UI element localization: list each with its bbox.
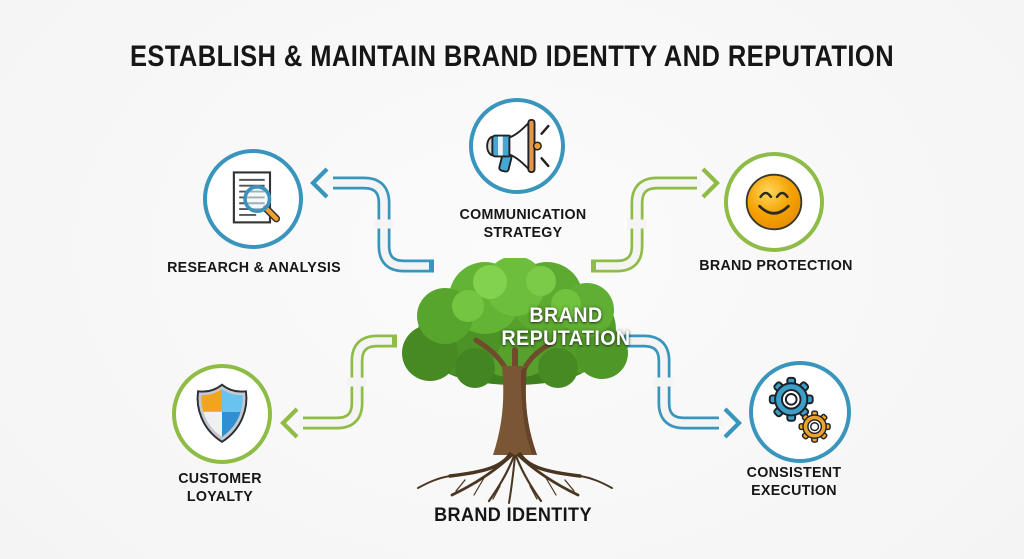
brand-identity-label: BRAND IDENTITY [434,505,592,526]
label-communication-strategy: COMMUNICATION STRATEGY [459,206,587,241]
tree-roots [417,452,613,504]
tree-trunk-shade [521,366,537,455]
node-brand-protection [724,152,824,252]
arrow-center-to-execution [624,334,742,439]
node-consistent-execution [749,361,851,463]
node-research-analysis [203,149,303,249]
brand-tree-illustration [402,258,628,504]
shield-icon [196,383,248,443]
arrow-center-to-protection [591,167,720,273]
smiley-icon [745,173,803,231]
gears-icon [768,376,831,443]
node-communication-strategy [469,98,565,194]
page-title: ESTABLISH & MAINTAIN BRAND IDENTTY AND R… [129,40,895,73]
brand-reputation-label: BRAND REPUTATION [501,304,631,350]
label-consistent-execution: CONSISTENT EXECUTION [746,464,842,499]
node-customer-loyalty [172,364,272,464]
megaphone-icon [486,119,550,173]
tree-trunk [493,366,537,455]
arrow-center-to-research [310,167,434,273]
document-magnifier-icon [232,171,281,224]
label-brand-protection: BRAND PROTECTION [699,257,853,274]
arrow-center-to-loyalty [280,334,397,439]
label-research-analysis: RESEARCH & ANALYSIS [167,259,341,276]
label-customer-loyalty: CUSTOMER LOYALTY [178,470,262,505]
